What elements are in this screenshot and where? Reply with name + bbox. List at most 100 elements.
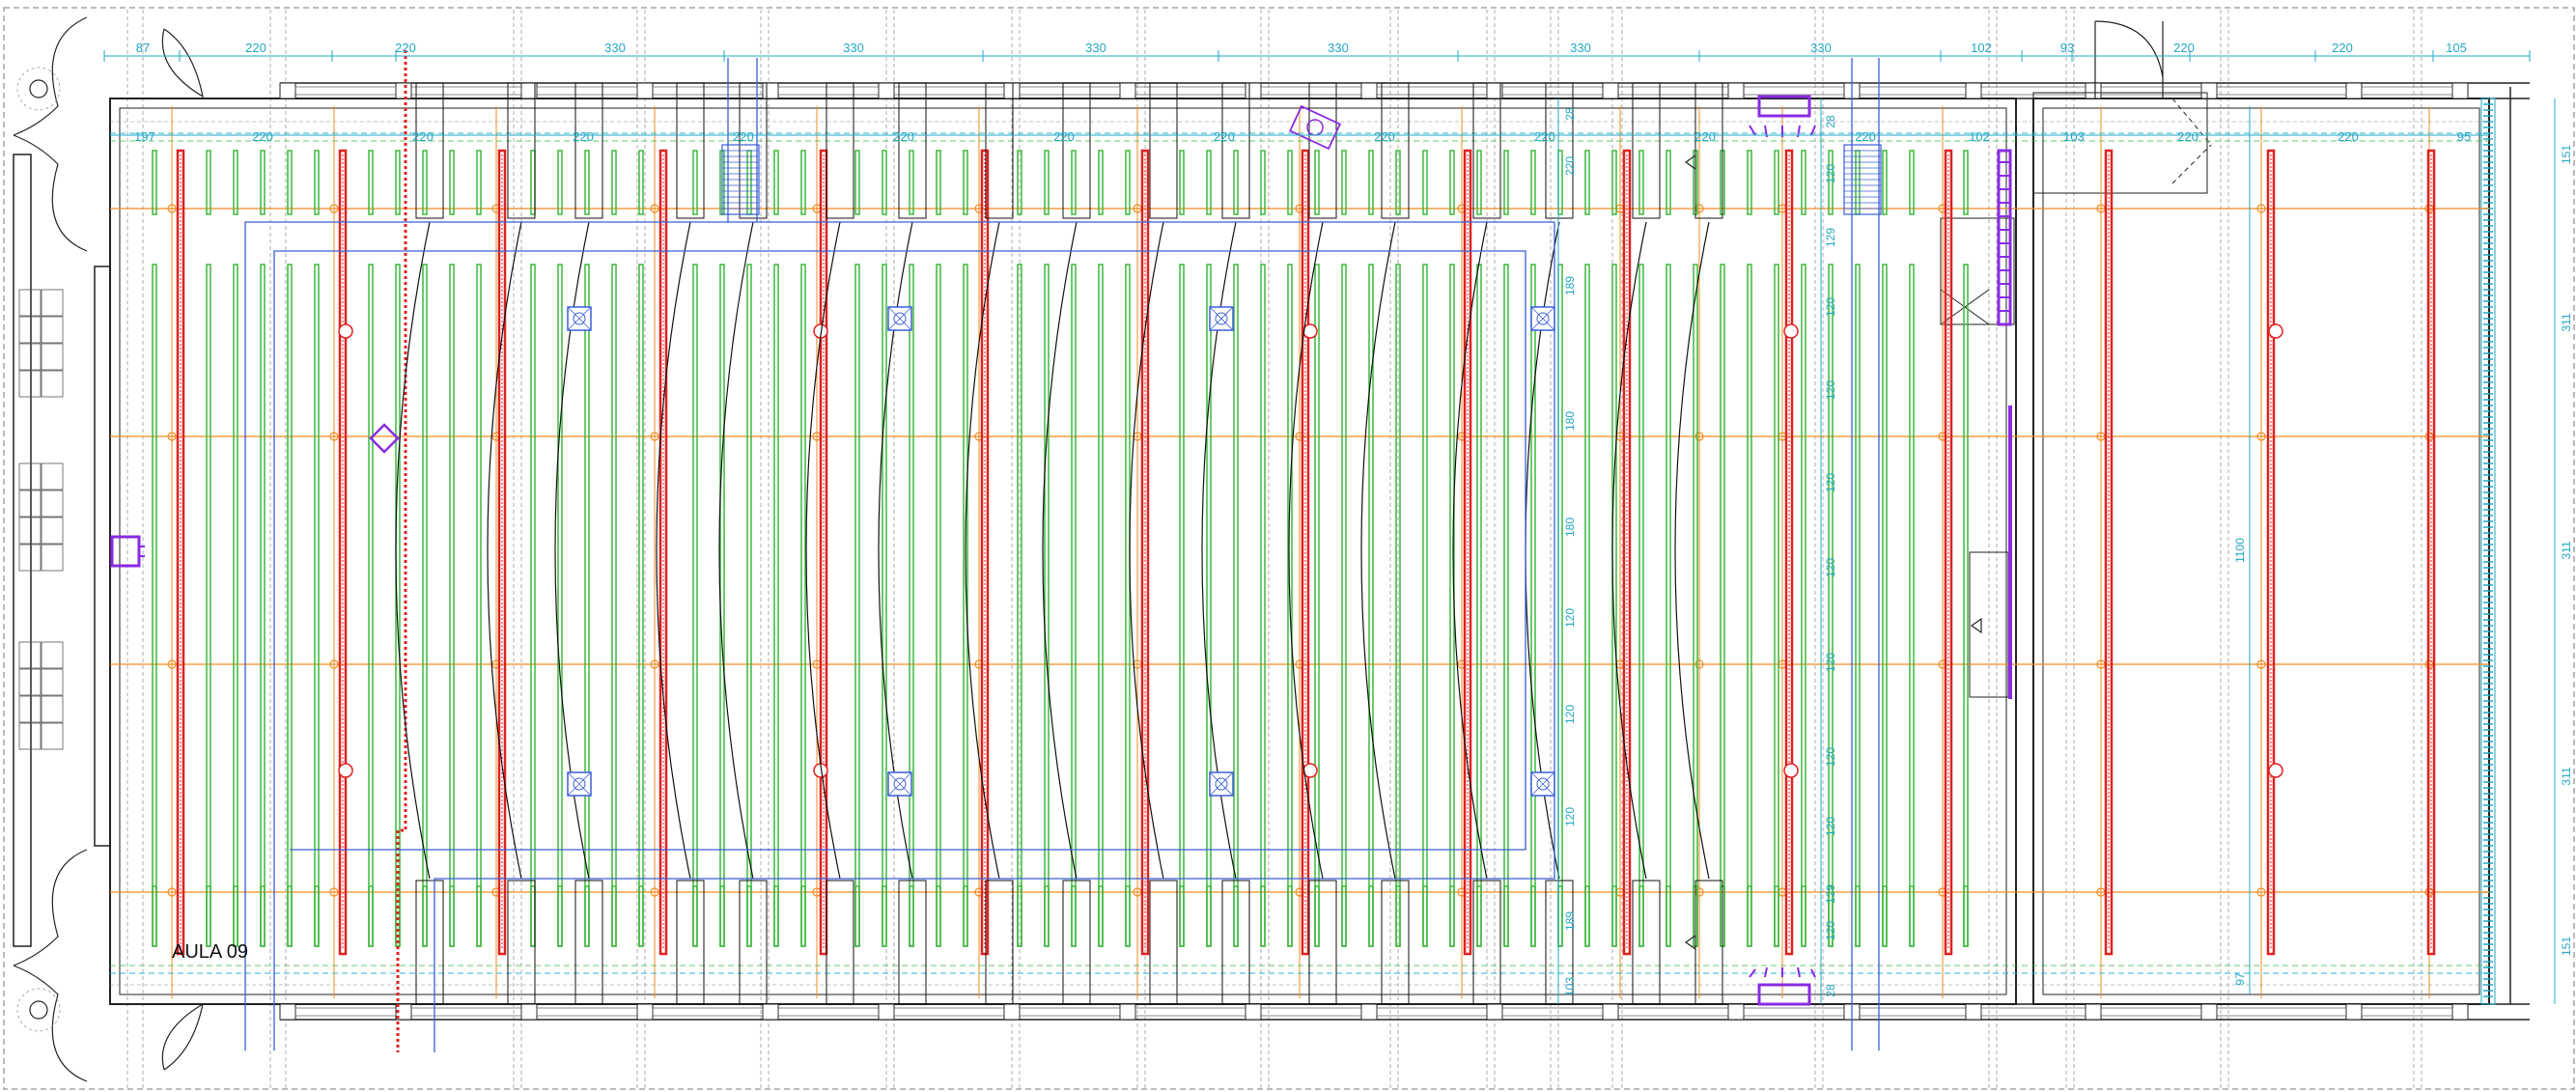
light-fixture-green [882, 150, 887, 215]
window-frame [1376, 1007, 1488, 1017]
pilaster [1003, 82, 1021, 99]
diffuser-icon [573, 777, 586, 791]
cabinet [1940, 217, 2015, 325]
window-frame [1859, 86, 1967, 96]
light-fixture-green [1909, 264, 1915, 947]
dimension-label: 120 [1563, 807, 1577, 826]
light-fixture-green [314, 264, 320, 947]
light-fixture-green [1909, 885, 1915, 947]
desk-end [574, 880, 603, 1005]
pilaster [1245, 1003, 1262, 1021]
light-fixture-green [1314, 885, 1320, 947]
grid-node [329, 204, 339, 213]
diffuser-icon [1215, 777, 1228, 791]
light-fixture-red [658, 149, 668, 956]
left-wall [94, 266, 111, 847]
drawing-border [3, 7, 2575, 1090]
light-fixture-green [1557, 150, 1563, 215]
window-frame [652, 86, 764, 96]
light-fixture-green [1530, 264, 1536, 947]
light-fixture-green [611, 885, 617, 947]
light-fixture-green [530, 150, 536, 215]
window-frame [294, 1007, 397, 1017]
window-frame [1019, 86, 1121, 96]
light-fixture-red [2426, 149, 2436, 956]
room-inner-outline [119, 107, 2007, 995]
window-frame [1501, 1007, 1604, 1017]
pilaster [636, 82, 654, 99]
detector-icon [338, 763, 353, 778]
light-fixture-green [1044, 264, 1050, 947]
grid-node [2256, 204, 2266, 213]
triangle-marker-icon [1684, 934, 1696, 951]
light-fixture-green [936, 150, 941, 215]
desk-end [1149, 880, 1178, 1005]
dimension-label: 120 [1824, 558, 1837, 577]
light-fixture-red [176, 149, 185, 956]
light-fixture-green [1098, 885, 1104, 947]
light-fixture-red [1463, 149, 1472, 956]
dimension-label: 120 [1563, 705, 1577, 724]
dimension-label: 28 [1824, 115, 1837, 128]
light-fixture-green [476, 885, 482, 947]
light-fixture-green [1693, 264, 1698, 947]
walls [13, 16, 2530, 1082]
circle-marker-icon [16, 988, 61, 1032]
grid-node [167, 432, 177, 441]
light-fixture-green [1666, 150, 1671, 215]
pilaster [520, 1003, 538, 1021]
dimension-label: 330 [1810, 41, 1832, 55]
detector-icon [1302, 323, 1318, 339]
diffuser-line [1209, 306, 1234, 331]
light-fixture-green [1828, 264, 1834, 947]
dimension-label: 151 [2560, 145, 2573, 164]
light-fixture-green [1125, 885, 1131, 947]
desk-end [985, 82, 1014, 219]
light-fixture-red [1622, 149, 1632, 956]
light-fixture-green [1422, 885, 1428, 947]
light-fixture-green [206, 885, 211, 947]
light-fixture-green [1747, 150, 1752, 215]
triangle-marker-icon [1684, 154, 1696, 171]
light-fixture-green [1963, 885, 1969, 947]
dimension-label: 120 [1563, 608, 1577, 628]
window-frame [2100, 1007, 2202, 1017]
window-frame [893, 86, 1005, 96]
dimension-label: 220 [2338, 129, 2359, 144]
light-fixture-green [1125, 150, 1131, 215]
light-fixture-green [287, 150, 293, 215]
light-fixture-green [963, 885, 968, 947]
grid-node [1694, 659, 1704, 669]
dimension-label: 180 [1563, 518, 1577, 537]
duct [244, 221, 1555, 1052]
light-fixture-green [638, 885, 644, 947]
light-fixture-green [233, 885, 238, 947]
light-fixture-red [819, 149, 828, 956]
light-fixture-green [584, 885, 590, 947]
window-frame [1617, 86, 1729, 96]
light-fixture-green [476, 264, 482, 947]
light-fixture-green [1422, 264, 1428, 947]
window-frame [1019, 1007, 1121, 1017]
window-frame [1134, 86, 1246, 96]
window-frame [2361, 86, 2453, 96]
window-pane [18, 517, 42, 545]
window-pane [41, 370, 64, 398]
light-fixture-green [611, 264, 617, 947]
dimension-label: 189 [1563, 276, 1577, 295]
dimension-label: 120 [1824, 297, 1837, 317]
duct [727, 58, 758, 222]
window-frame [2216, 1007, 2347, 1017]
desk-row [1674, 221, 1710, 880]
dimension-label: 103 [1563, 977, 1577, 996]
pilaster [1360, 82, 1378, 99]
pilaster [2085, 82, 2102, 99]
light-fixture-green [1233, 264, 1239, 947]
light-fixture-green [1368, 885, 1374, 947]
light-fixture-green [1530, 885, 1536, 947]
light-fixture-green [287, 885, 293, 947]
room-label: AULA 09 [172, 941, 248, 963]
grid-node [2256, 887, 2266, 897]
light-fixture-green [800, 150, 806, 215]
light-fixture-green [584, 264, 590, 947]
